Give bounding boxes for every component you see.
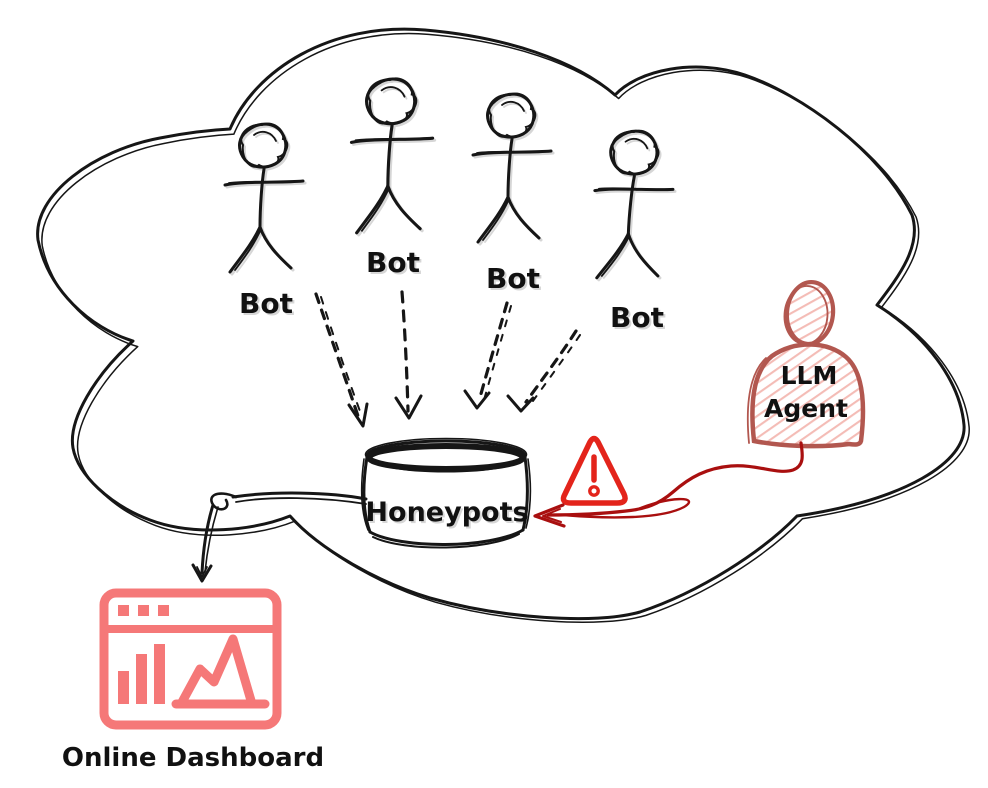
alert-arrow [533, 441, 804, 528]
window-dot [138, 605, 149, 616]
dashboard-label: Online Dashboard [62, 743, 324, 773]
bot-figures [223, 76, 677, 282]
llm-agent-label-line2: Agent [764, 394, 848, 423]
honeypots-database: Honeypots [360, 437, 532, 549]
dashboard-arrow [191, 491, 368, 583]
bot-attack-arrows [314, 290, 581, 428]
bar-chart-bar [118, 671, 129, 704]
bot-label: Bot [366, 246, 420, 279]
stick-figure-icon [223, 122, 305, 274]
stick-figure-icon [590, 127, 677, 282]
alert-arrowhead [533, 503, 566, 528]
bot-label: Bot [610, 301, 664, 334]
dashboard-window-icon: Online Dashboard [62, 588, 324, 773]
window-dot [158, 605, 169, 616]
database-body-fill [364, 441, 528, 545]
dashed-arrow [314, 292, 369, 428]
dashed-arrow [463, 301, 512, 410]
llm-agent: LLM Agent [746, 279, 866, 449]
down-arrowhead [191, 563, 213, 583]
cloud-outline [36, 27, 970, 623]
warning-triangle-icon [560, 435, 628, 506]
bar-chart-bar [154, 644, 165, 704]
person-silhouette-icon [746, 279, 866, 449]
line-chart-glyph [176, 634, 257, 709]
honeypots-label: Honeypots [365, 497, 528, 528]
window-dot [118, 605, 129, 616]
bot-label: Bot [239, 287, 293, 320]
bot-label: Bot [486, 262, 540, 295]
llm-agent-label-line1: LLM [781, 361, 838, 390]
stick-figure-icon [349, 76, 435, 235]
dashed-arrow [394, 290, 423, 420]
bar-chart-bar [136, 654, 147, 704]
stick-figure-icon [471, 92, 553, 244]
dashed-arrow [506, 329, 581, 413]
database-cylinder-icon [360, 437, 532, 549]
